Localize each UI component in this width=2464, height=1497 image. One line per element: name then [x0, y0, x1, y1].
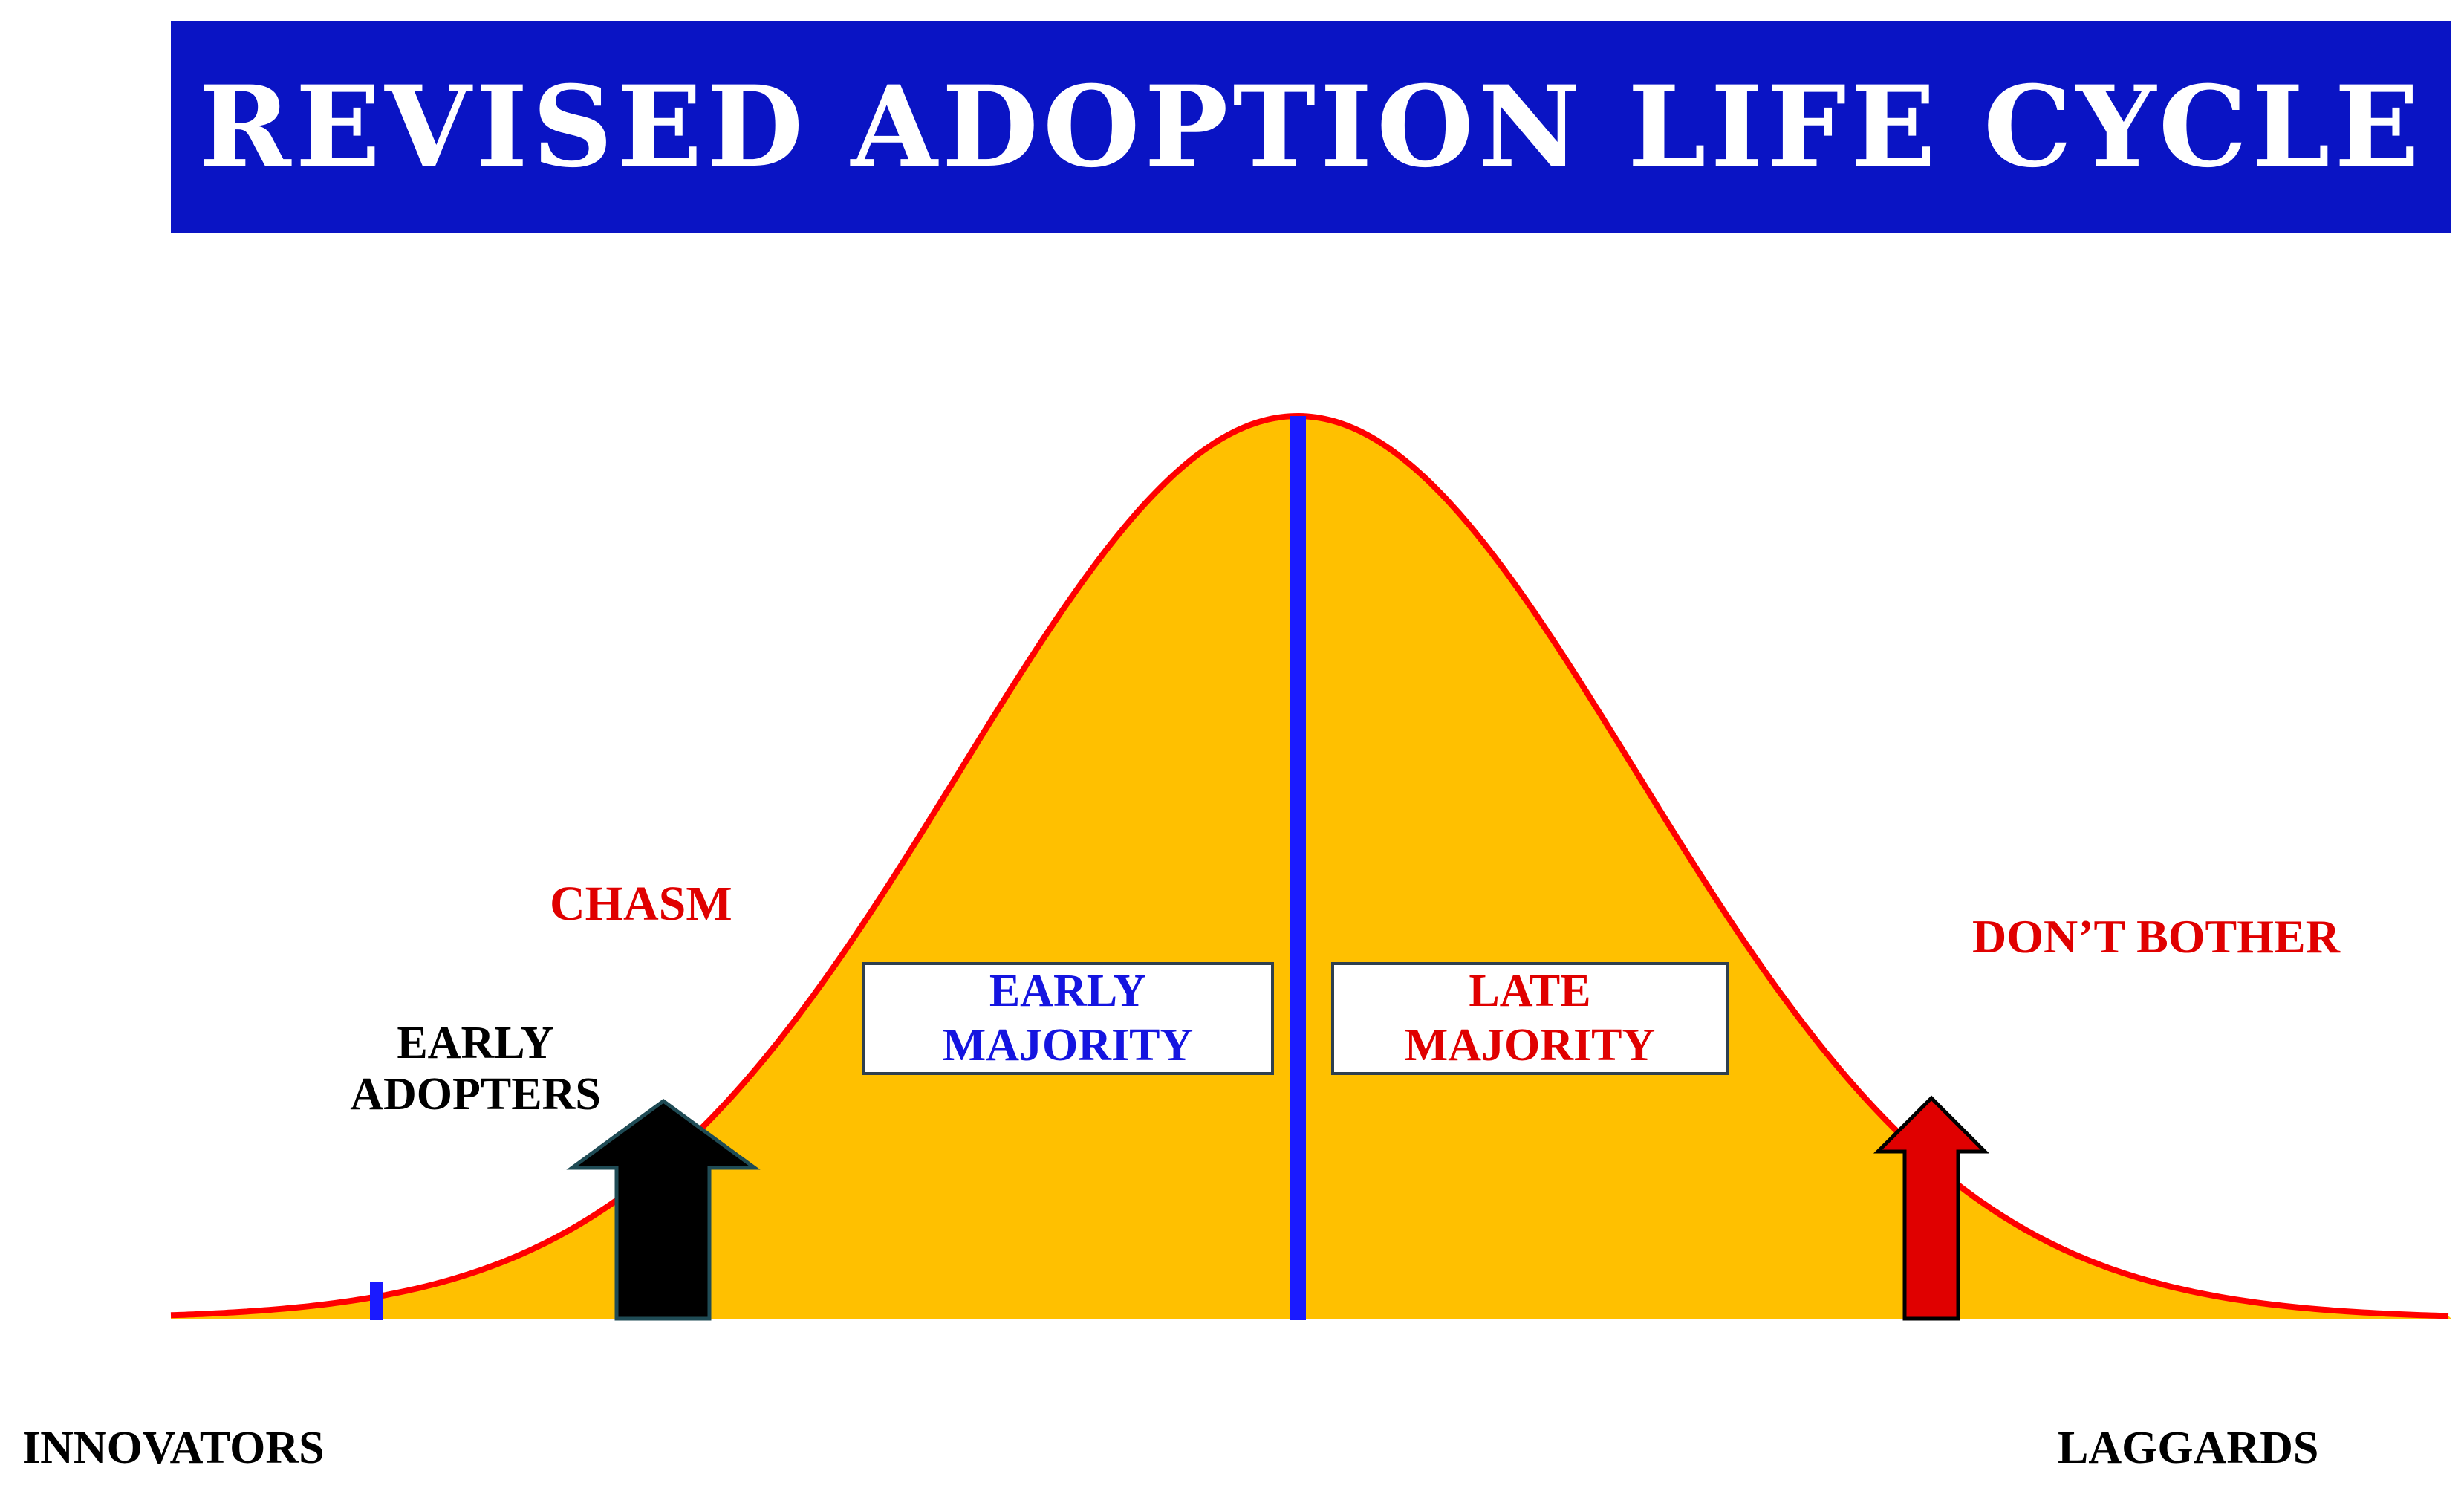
bell-curve-fill [171, 416, 2451, 1319]
chasm-label: CHASM [550, 877, 732, 931]
innovators-divider [370, 1282, 383, 1320]
up-arrow-red-icon [1873, 1095, 1990, 1321]
bell-curve-outline [170, 412, 2449, 1319]
late-majority-label: LATE MAJORITY [1404, 965, 1656, 1071]
up-arrow-black-icon [566, 1098, 761, 1321]
dont-bother-label: DON’T BOTHER [1972, 910, 2340, 963]
early-adopters-label: EARLY ADOPTERS [350, 1018, 601, 1120]
center-divider [1290, 416, 1306, 1320]
title-banner: REVISED ADOPTION LIFE CYCLE [171, 21, 2451, 233]
innovators-label: INNOVATORS [22, 1423, 325, 1473]
diagram-title: REVISED ADOPTION LIFE CYCLE [198, 61, 2424, 192]
early-majority-box: EARLY MAJORITY [862, 962, 1274, 1075]
late-majority-box: LATE MAJORITY [1331, 962, 1729, 1075]
early-majority-label: EARLY MAJORITY [942, 965, 1194, 1071]
laggards-label: LAGGARDS [2058, 1423, 2319, 1473]
